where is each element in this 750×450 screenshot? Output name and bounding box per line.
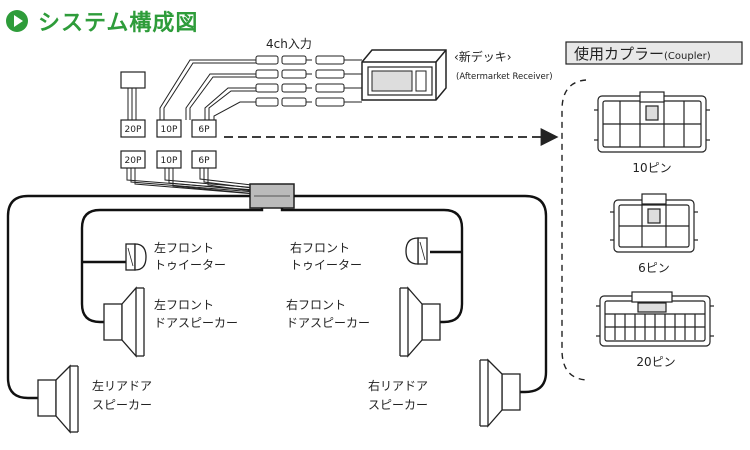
input-harness (159, 59, 256, 120)
lower-connector-20p: 20P (125, 156, 142, 166)
junction-box (249, 183, 295, 209)
coupler-6pin-icon (610, 193, 698, 253)
receiver-unit (361, 49, 447, 101)
coupler-header-text: 使用カプラー(Coupler) (574, 45, 711, 63)
label-fl-door-2: ドアスピーカー (154, 316, 238, 330)
label-fl-tweeter-2: トゥイーター (154, 258, 226, 272)
coupler-10pin-icon (594, 91, 710, 153)
right-front-door-speaker (399, 286, 441, 358)
upper-connector-20p: 20P (125, 125, 142, 135)
coupler-20pin-icon (596, 291, 714, 347)
label-rl-door-1: 左リアドア (92, 378, 152, 393)
coupler-header (565, 41, 743, 65)
play-circle-icon (6, 10, 28, 32)
label-rr-door-2: スピーカー (368, 398, 428, 412)
left-front-door-speaker (103, 286, 145, 358)
upper-connectors (120, 119, 217, 138)
lower-connector-10p: 10P (161, 156, 178, 166)
receiver-sublabel: (Aftermarket Receiver) (456, 72, 553, 82)
input-label: 4ch入力 (266, 37, 312, 51)
harness-to-junction (126, 168, 261, 195)
rca-input-plugs (255, 55, 362, 107)
label-fr-tweeter-1: 右フロント (290, 240, 350, 255)
spare-connector (120, 71, 146, 120)
title-bar: システム構成図 (6, 6, 198, 36)
coupler-bracket (561, 79, 587, 381)
left-front-tweeter (125, 243, 147, 271)
label-rl-door-2: スピーカー (92, 398, 152, 412)
label-fl-door-1: 左フロント (154, 297, 214, 312)
label-fr-door-2: ドアスピーカー (286, 316, 370, 330)
receiver-label: ‹新デッキ› (454, 49, 512, 64)
label-fl-tweeter-1: 左フロント (154, 240, 214, 255)
coupler-6pin-label: 6ピン (638, 261, 670, 275)
left-rear-door-speaker (37, 364, 79, 434)
lower-connector-6p: 6P (198, 156, 210, 166)
right-rear-door-speaker (479, 358, 521, 428)
coupler-20pin-label: 20ピン (636, 355, 675, 369)
upper-connector-10p: 10P (161, 125, 178, 135)
label-rr-door-1: 右リアドア (368, 378, 428, 393)
speaker-wiring (6, 194, 548, 400)
page-title: システム構成図 (38, 11, 199, 36)
right-front-tweeter (405, 237, 428, 265)
upper-connector-6p: 6P (198, 125, 210, 135)
label-fr-door-1: 右フロント (286, 297, 346, 312)
label-fr-tweeter-2: トゥイーター (290, 258, 362, 272)
coupler-10pin-label: 10ピン (632, 161, 671, 175)
